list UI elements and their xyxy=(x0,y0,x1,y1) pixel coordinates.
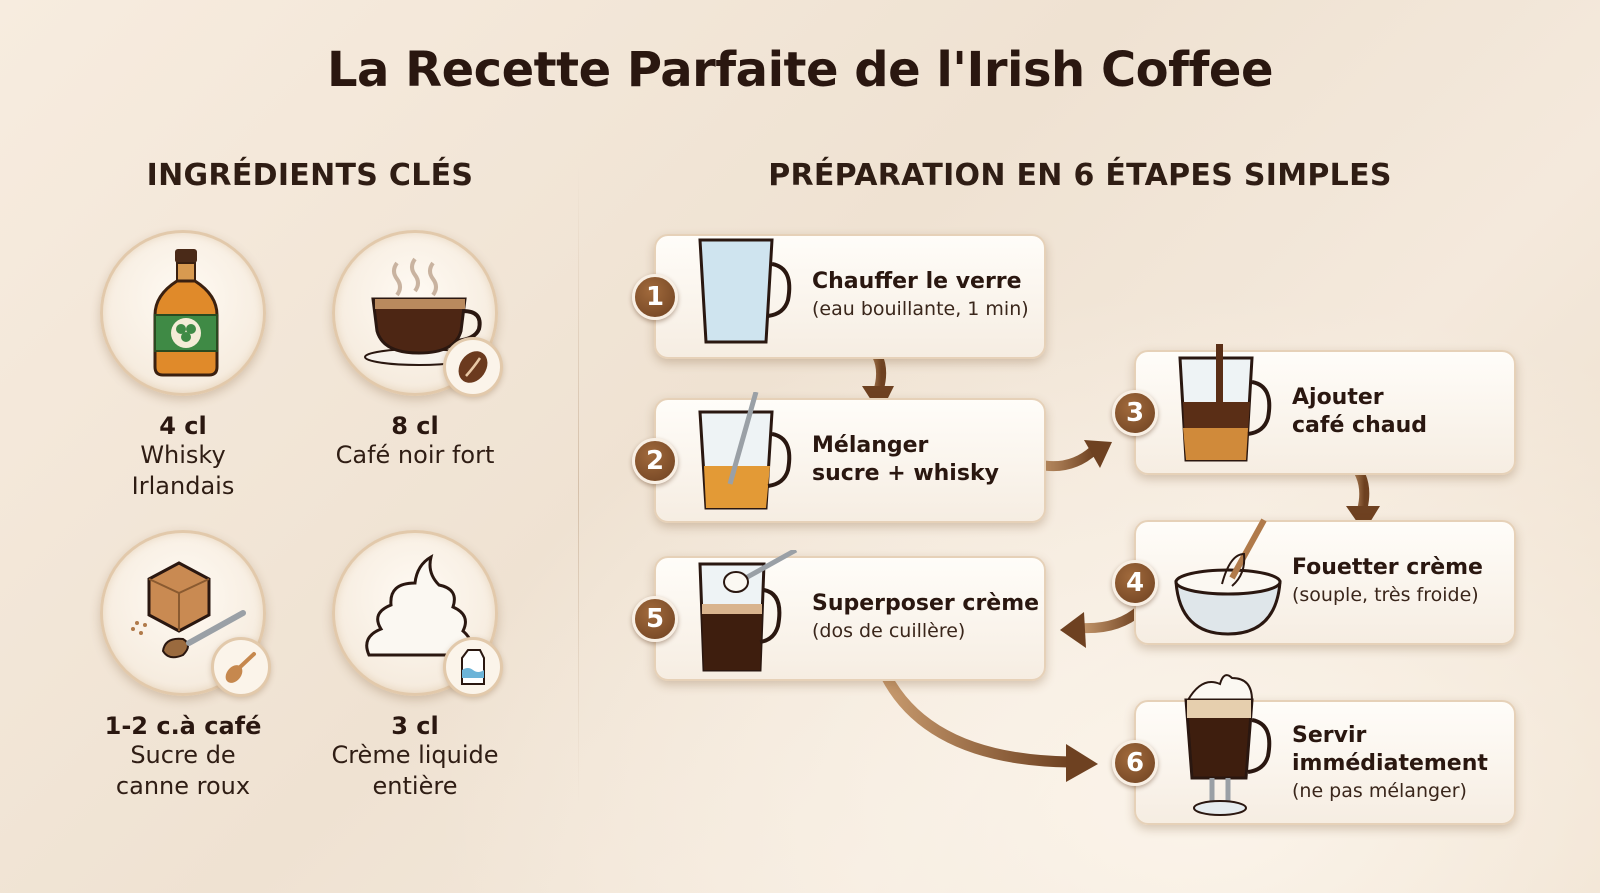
ingredient-name: Whisky xyxy=(140,441,226,469)
step-number: 4 xyxy=(1112,560,1158,606)
step-card-6: 6 Servir immédiatement (ne pas mélanger) xyxy=(1112,674,1516,825)
hot-glass-icon xyxy=(692,228,802,358)
step-card-2: 2 Mélanger sucre + whisky xyxy=(632,391,1046,523)
step-card-1: 1 Chauffer le verre (eau bouillante, 1 m… xyxy=(632,234,1046,359)
ingredient-name-line2: entière xyxy=(372,772,458,800)
page-title: La Recette Parfaite de l'Irish Coffee xyxy=(326,42,1274,98)
step-title-line2: immédiatement xyxy=(1292,751,1488,776)
irish-coffee-glass-icon xyxy=(1172,666,1282,826)
step-title: Servir xyxy=(1292,723,1367,748)
layer-cream-icon xyxy=(692,547,802,680)
ingredient-quantity: 1-2 c.à café xyxy=(104,712,262,740)
coffee-cup-icon xyxy=(332,230,503,397)
step-title: Superposer crème xyxy=(812,591,1040,616)
section-divider xyxy=(578,165,579,805)
milk-carton-icon xyxy=(443,637,503,697)
ingredient-whisky: 4 cl Whisky Irlandais xyxy=(68,230,298,502)
whisk-bowl-icon xyxy=(1172,514,1282,644)
step-card-3: 3 Ajouter café chaud xyxy=(1112,334,1516,475)
step-title-line2: sucre + whisky xyxy=(812,461,999,486)
ingredient-quantity: 8 cl xyxy=(391,412,439,440)
step-detail: (eau bouillante, 1 min) xyxy=(812,298,1029,320)
ingredient-cream: 3 cl Crème liquide entière xyxy=(300,530,530,802)
step-number: 2 xyxy=(632,438,678,484)
spoon-icon xyxy=(211,637,271,697)
step-number: 3 xyxy=(1112,390,1158,436)
whisky-bottle-icon xyxy=(100,230,266,396)
pour-coffee-icon xyxy=(1172,334,1282,474)
step-title: Chauffer le verre xyxy=(812,269,1022,294)
ingredient-name: Café noir fort xyxy=(335,441,495,469)
step-detail: (ne pas mélanger) xyxy=(1292,780,1467,802)
step-title: Fouetter crème xyxy=(1292,555,1483,580)
step-card-4: 4 Fouetter crème (souple, très froide) xyxy=(1112,518,1516,645)
steps-heading: PRÉPARATION EN 6 ÉTAPES SIMPLES xyxy=(768,158,1392,193)
ingredient-name-line2: canne roux xyxy=(115,772,251,800)
step-number: 6 xyxy=(1112,740,1158,786)
step-title: Ajouter xyxy=(1292,385,1384,410)
ingredient-quantity: 3 cl xyxy=(391,712,439,740)
ingredient-name-line2: Irlandais xyxy=(131,472,235,500)
ingredient-quantity: 4 cl xyxy=(159,412,207,440)
sugar-cube-icon xyxy=(100,530,271,697)
step-number: 5 xyxy=(632,596,678,642)
ingredient-name: Sucre de xyxy=(130,741,236,769)
ingredient-sugar: 1-2 c.à café Sucre de canne roux xyxy=(68,530,298,802)
coffee-bean-icon xyxy=(443,337,503,397)
ingredient-coffee: 8 cl Café noir fort xyxy=(300,230,530,471)
step-detail: (dos de cuillère) xyxy=(812,620,966,642)
step-number: 1 xyxy=(632,274,678,320)
step-title: Mélanger xyxy=(812,433,929,458)
step-card-5: 5 Superposer crème (dos de cuillère) xyxy=(632,547,1046,681)
step-title-line2: café chaud xyxy=(1292,413,1427,438)
ingredient-name: Crème liquide xyxy=(331,741,499,769)
stir-glass-icon xyxy=(692,391,802,522)
whipped-cream-icon xyxy=(332,530,503,697)
ingredients-heading: INGRÉDIENTS CLÉS xyxy=(146,158,474,193)
step-detail: (souple, très froide) xyxy=(1292,584,1479,606)
